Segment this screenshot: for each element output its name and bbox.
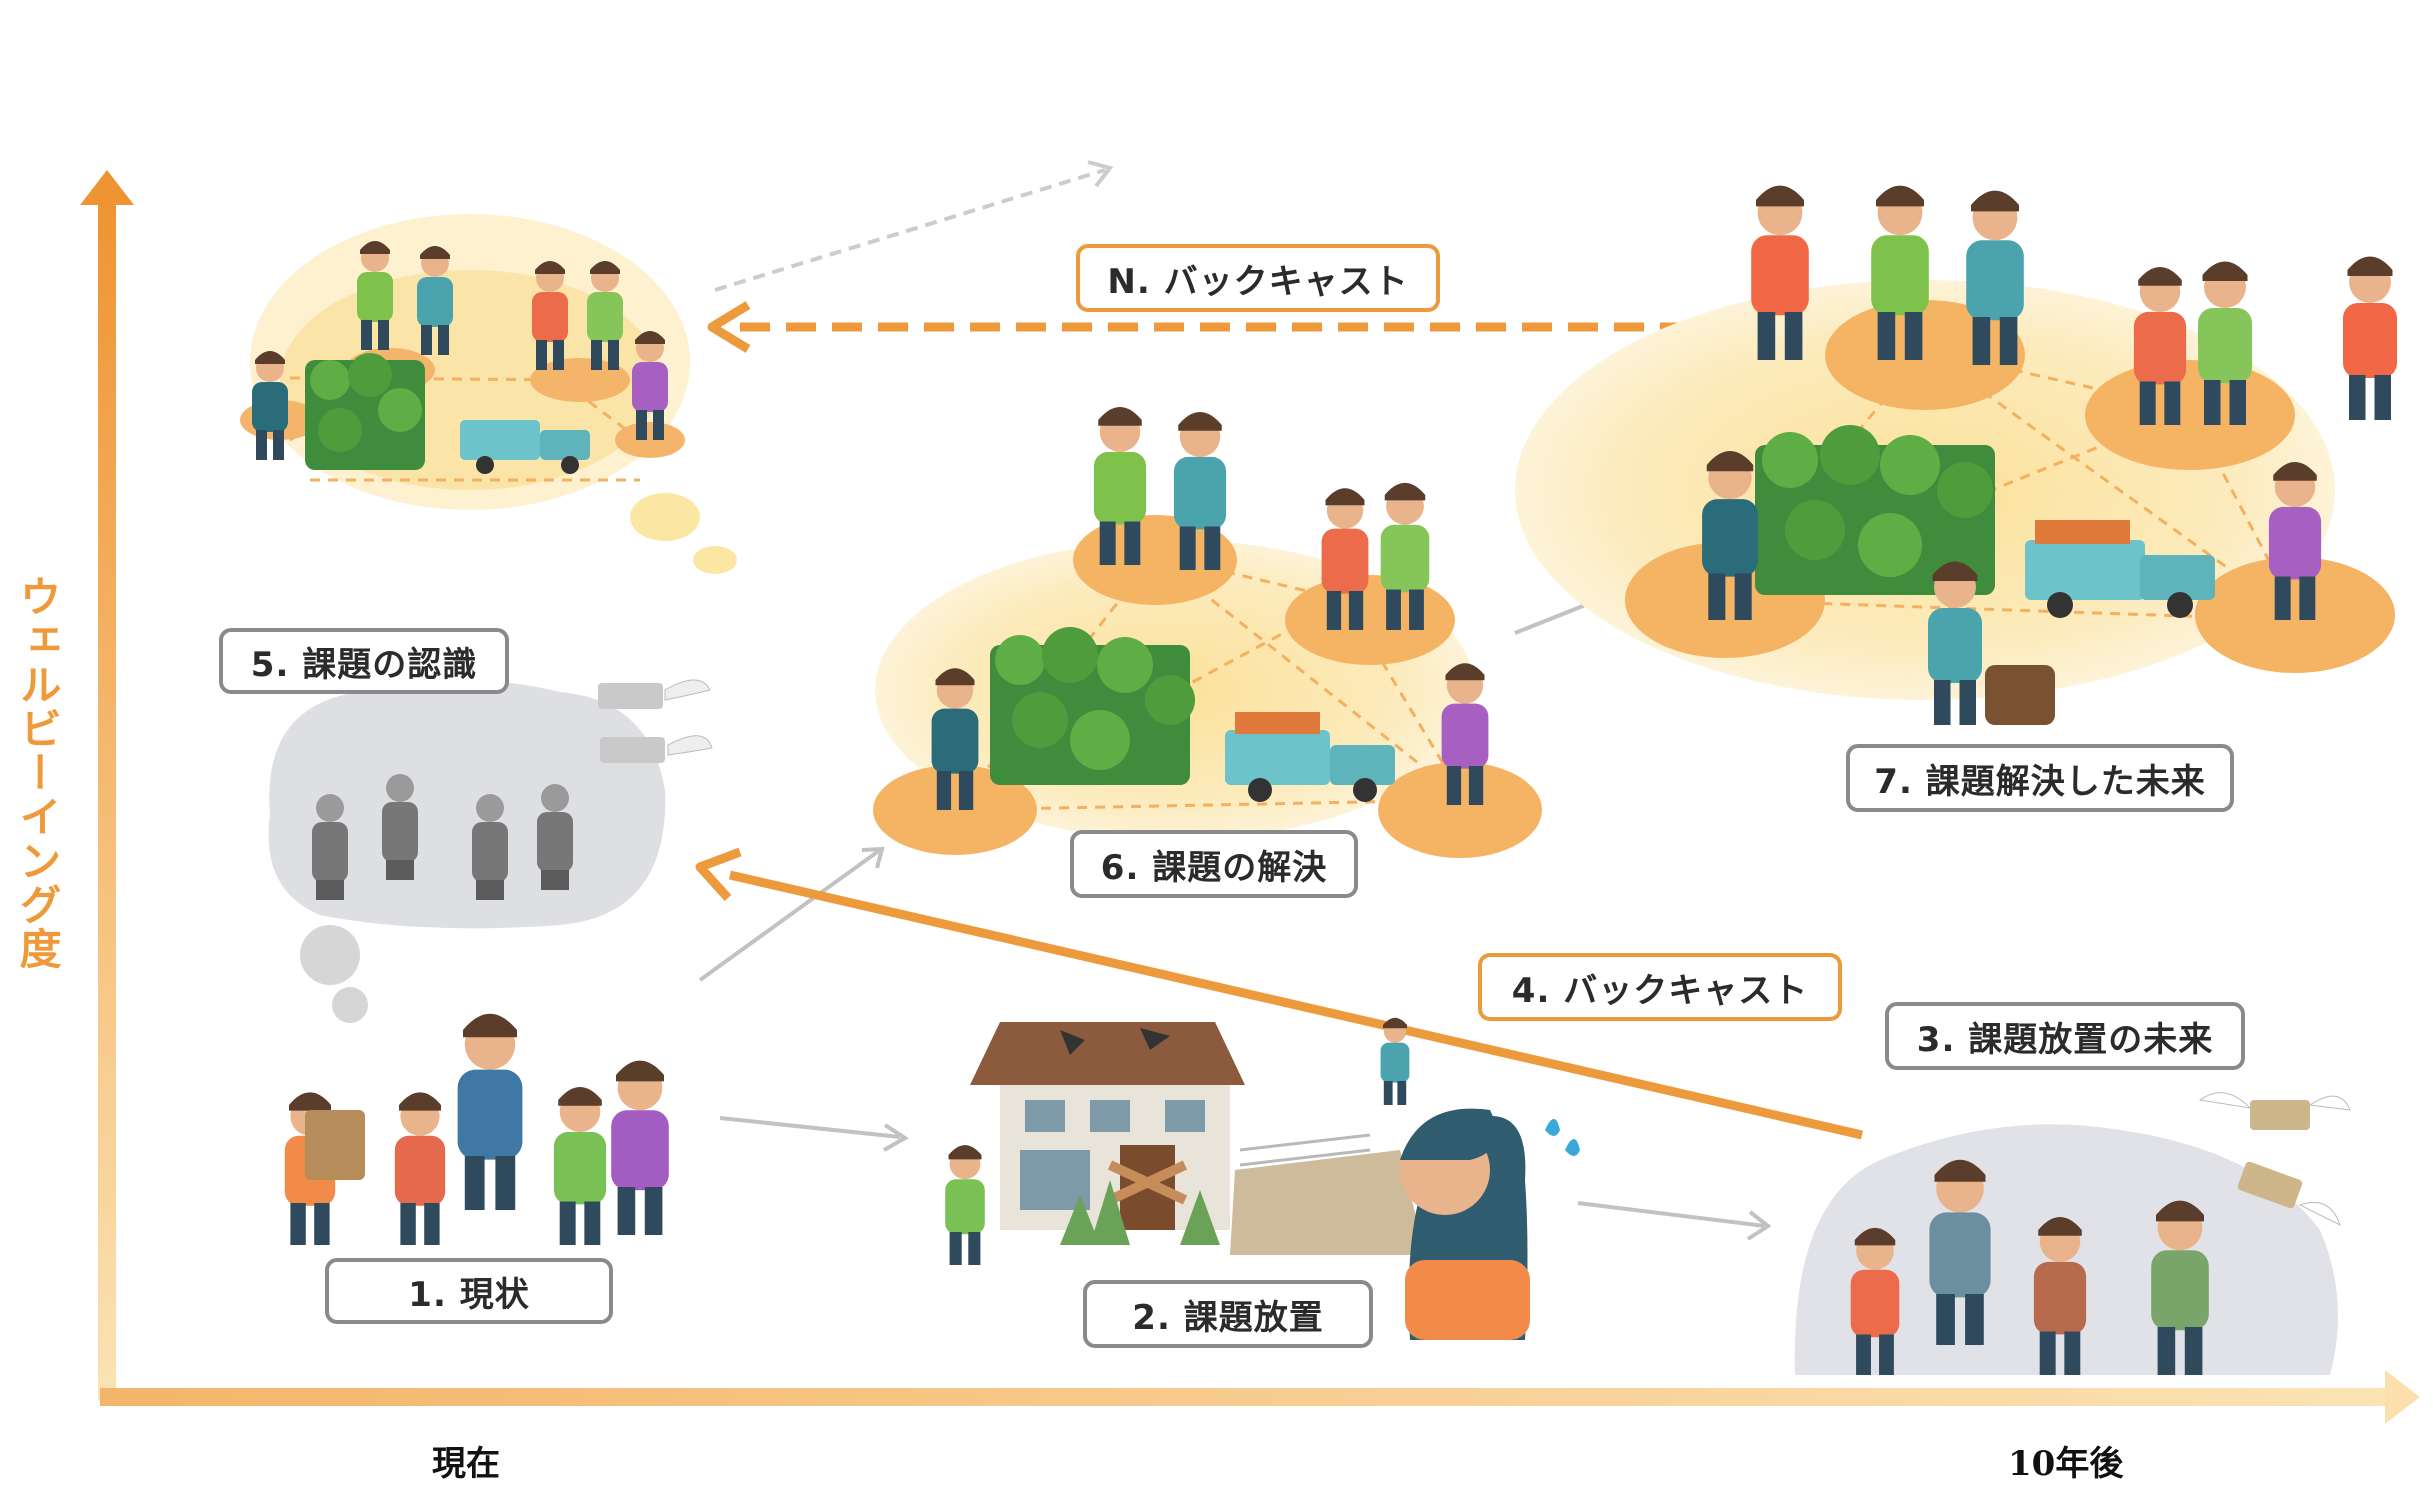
solved-future-community <box>1515 185 2397 725</box>
dashed-gray-arrow <box>714 168 1106 292</box>
stage-3-label: 3. 課題放置の未来 <box>1885 1002 2245 1070</box>
y-axis-label: ウェルビーイング度 <box>13 575 62 971</box>
backcast-arrow-4 <box>695 847 1864 1140</box>
x-axis <box>100 1370 2420 1424</box>
backcast-arrow-n <box>707 301 1690 353</box>
ideal-thought-bubble <box>240 214 737 574</box>
stage-2-label: 2. 課題放置 <box>1083 1280 1373 1348</box>
neglected-house <box>945 1017 1580 1340</box>
x-axis-start-label: 現在 <box>432 1444 500 1484</box>
neglected-future-scene <box>1794 1092 2351 1375</box>
dashed-gray-arrowhead <box>1087 160 1114 188</box>
x-axis-end-label: 10年後 <box>2008 1444 2124 1484</box>
stage-4-backcast-label: 4. バックキャスト <box>1478 953 1842 1021</box>
solution-community <box>873 406 1542 858</box>
y-axis <box>80 170 134 1400</box>
stage-1-label: 1. 現状 <box>325 1258 613 1324</box>
stage-n-backcast-label: N. バックキャスト <box>1076 244 1440 312</box>
stage-7-label: 7. 課題解決した未来 <box>1846 744 2234 812</box>
stage-6-label: 6. 課題の解決 <box>1070 830 1358 898</box>
current-people-group <box>250 1013 680 1245</box>
worry-bubble <box>268 679 713 1023</box>
stage-5-label: 5. 課題の認識 <box>219 628 509 694</box>
